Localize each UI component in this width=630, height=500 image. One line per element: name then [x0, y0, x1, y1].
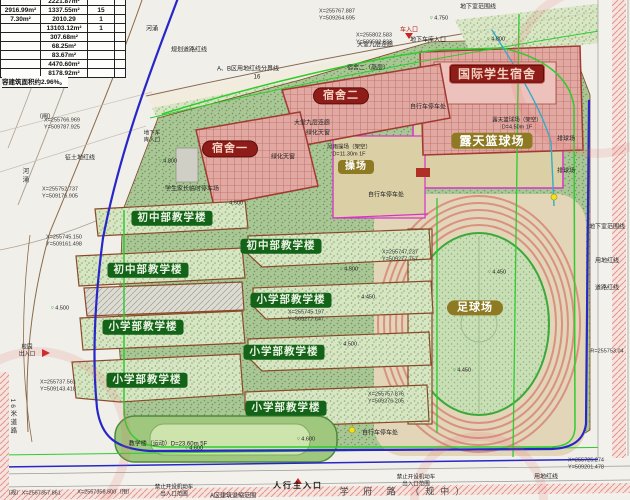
table-cell [114, 50, 126, 60]
table-cell: 83.67m² [40, 50, 88, 60]
teaching-building [247, 331, 432, 372]
boundary-line-blue [93, 0, 591, 453]
table-row: 68.25m² [0, 41, 126, 51]
table-cell: 2010.29 [40, 14, 88, 24]
area-table-note: 容建筑面积约2.96%。 [2, 76, 68, 88]
teaching-building [71, 353, 244, 403]
mini-sports-field [114, 415, 338, 463]
table-cell [0, 59, 41, 69]
table-row: 307.68m² [0, 32, 126, 42]
campus-entrance-marker [42, 349, 50, 357]
table-row: 4470.60m² [0, 59, 126, 69]
teaching-building [79, 310, 246, 351]
table-cell: 13103.12m² [40, 23, 88, 33]
boundary-line-cyan [491, 29, 555, 207]
table-cell: 1 [87, 14, 115, 24]
entrance-markers [42, 33, 413, 484]
table-cell [114, 68, 126, 78]
table-cell: 1 [87, 23, 115, 33]
dorm1-building [195, 111, 319, 207]
table-cell [0, 32, 41, 42]
table-cell [114, 32, 126, 42]
playground-area [332, 135, 426, 219]
table-cell [87, 32, 115, 42]
table-cell [114, 23, 126, 33]
left-road-hatch [0, 372, 9, 500]
table-cell [0, 23, 41, 33]
right-road [597, 0, 630, 460]
table-cell [114, 41, 126, 51]
boundary-line-green [123, 47, 576, 448]
teaching-building-grey [83, 281, 245, 317]
table-cell [87, 68, 115, 78]
table-cell [114, 5, 126, 15]
table-cell: 2916.99m² [0, 5, 41, 15]
table-cell: 68.25m² [40, 41, 88, 51]
table-cell [87, 41, 115, 51]
table-cell [0, 41, 41, 51]
table-cell [114, 14, 126, 24]
vehicle-entrance-marker [405, 33, 413, 39]
table-cell [87, 50, 115, 60]
table-cell: 1337.55m² [40, 5, 88, 15]
table-cell: 15 [87, 5, 115, 15]
table-cell [0, 50, 41, 60]
table-cell: 7.30m² [0, 14, 41, 24]
table-cell: 4470.60m² [40, 59, 88, 69]
pedestrian-entrance-marker [294, 478, 302, 484]
table-cell: 307.68m² [40, 32, 88, 42]
table-cell [87, 59, 115, 69]
table-cell [114, 59, 126, 69]
table-row: 83.67m² [0, 50, 126, 60]
teaching-building [252, 280, 434, 320]
bottom-road [0, 465, 630, 500]
